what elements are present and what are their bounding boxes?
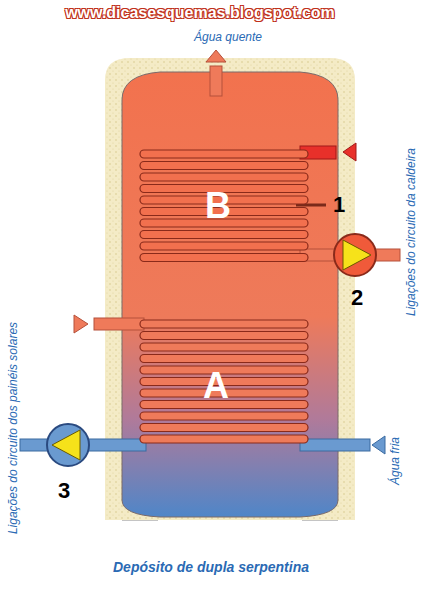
coil-winding (140, 162, 308, 170)
inlet-label: Água fria (389, 437, 401, 485)
coil-winding (140, 150, 308, 158)
coil-windings (140, 150, 308, 443)
solar-inlet-pipe (94, 318, 144, 330)
outlet-label: Água quente (194, 31, 262, 43)
coil-winding (140, 424, 308, 432)
pump-symbol (334, 234, 376, 276)
coil-winding (140, 320, 308, 328)
pump-symbol (47, 424, 89, 466)
watermark: www.dicasesquemas.blogspot.com (65, 5, 335, 21)
cold-water-pipe (300, 439, 370, 451)
coil-winding (140, 231, 308, 239)
flow-arrow (343, 143, 356, 161)
callout-number: 3 (58, 480, 70, 502)
coil-winding (140, 343, 308, 351)
connection-label: Ligações do circuito dos painéis solares (7, 322, 19, 534)
coil-winding (140, 412, 308, 420)
coil-winding (140, 173, 308, 181)
coil-letter: B (205, 188, 231, 224)
flow-arrow (74, 315, 88, 333)
coil-winding (140, 355, 308, 363)
flow-arrow (206, 50, 226, 62)
hot-water-pipe (210, 66, 222, 96)
flow-arrow (372, 436, 385, 454)
coil-letter: A (203, 368, 229, 404)
coil-winding (140, 332, 308, 340)
pump-symbol (343, 240, 371, 270)
coil-winding (140, 242, 308, 250)
caption: Depósito de dupla serpentina (113, 560, 309, 574)
callout-number: 2 (351, 287, 363, 309)
connection-label: Ligações do circuito da caldeira (405, 148, 417, 316)
coil-winding (140, 254, 308, 262)
coil-winding (140, 435, 308, 443)
callout-number: 1 (333, 194, 345, 216)
pump-symbol (52, 430, 80, 460)
